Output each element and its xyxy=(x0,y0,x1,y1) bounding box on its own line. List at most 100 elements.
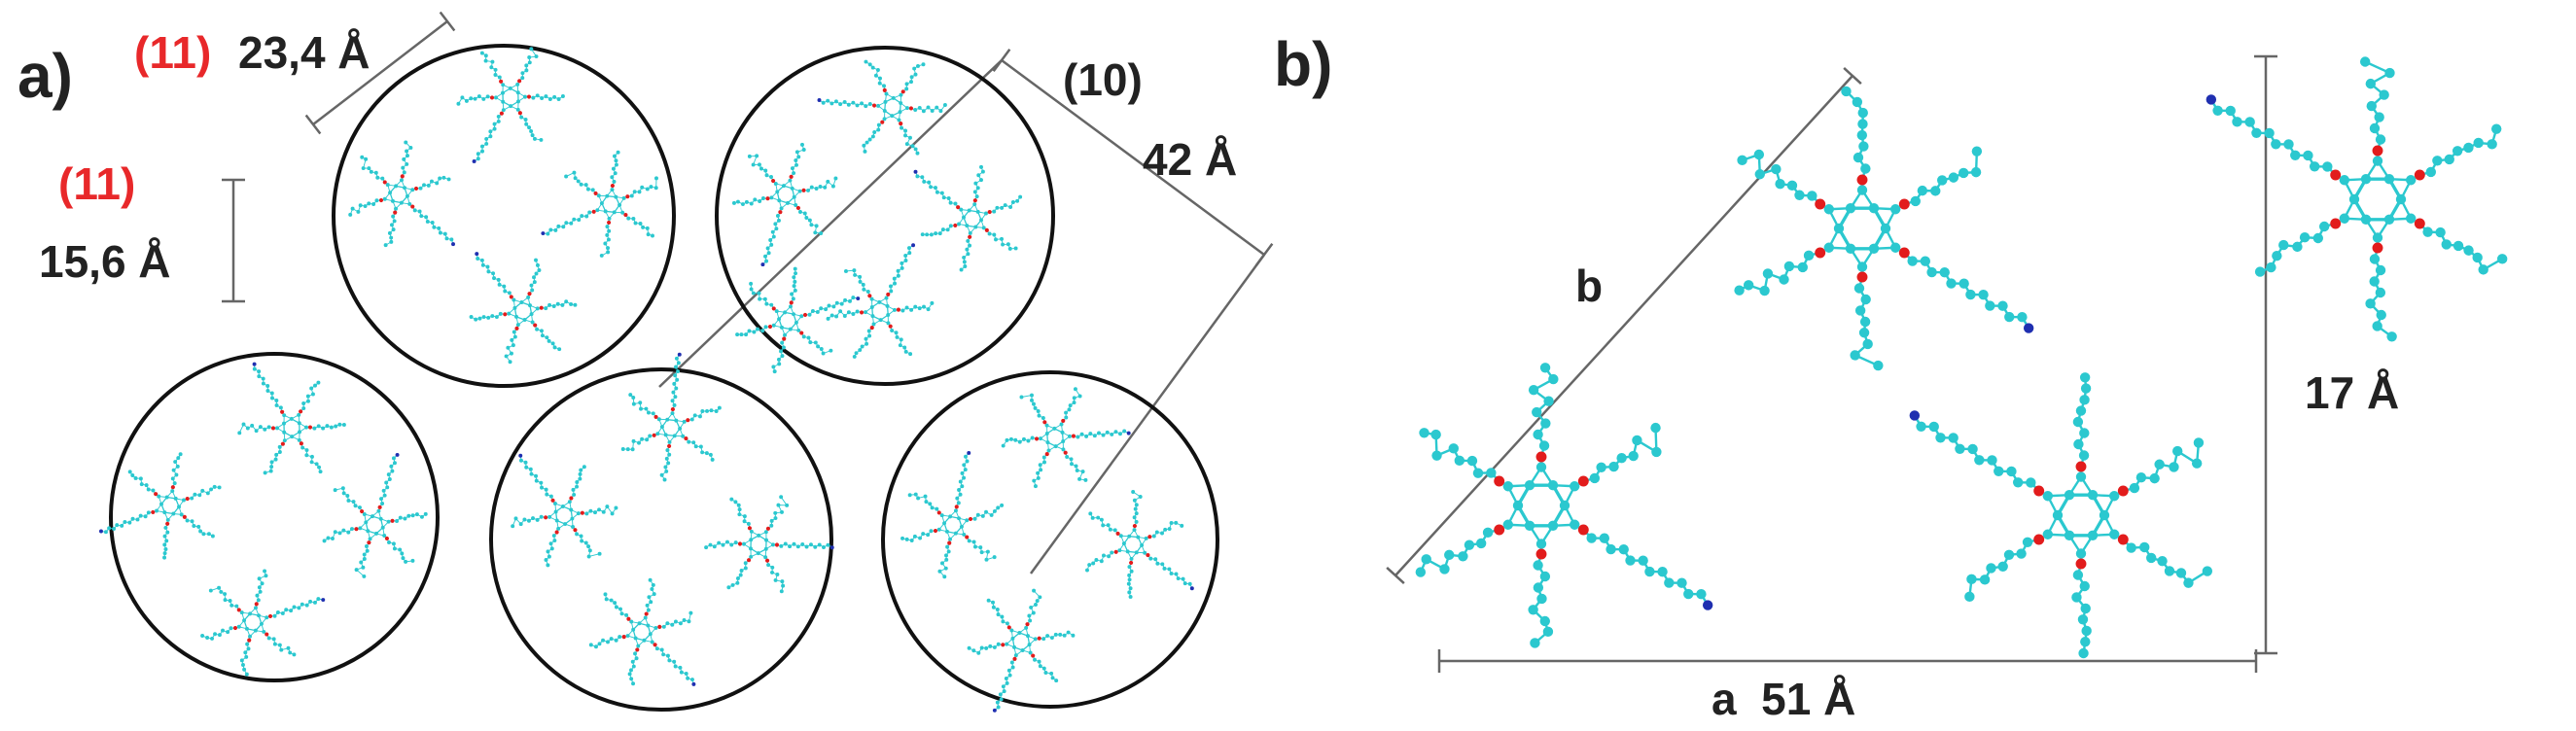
small-molecule-2-0-chain-atom xyxy=(162,534,167,539)
small-molecule-1-1-chain-atom xyxy=(935,105,939,110)
small-molecule-0-0-chain-atom xyxy=(442,231,447,236)
small-molecule-3-0-chain-atom xyxy=(548,541,553,546)
small-molecule-3-1-chain-atom xyxy=(625,447,630,452)
small-molecule-3-0-chain-atom xyxy=(601,509,606,514)
small-molecule-3-0-chain-atom xyxy=(518,458,523,463)
small-molecule-3-0-oxygen-atom xyxy=(554,530,559,535)
large-molecule-top-left-ring-atom xyxy=(1890,204,1901,215)
small-molecule-3-1-chain-atom xyxy=(631,438,636,443)
large-molecule-bottom-right-chain-atom xyxy=(2129,482,2140,494)
small-molecule-1-3-chain-atom xyxy=(838,309,843,314)
large-molecule-top-right-chain-atom xyxy=(2272,250,2282,261)
miller-10: (10) xyxy=(1063,54,1143,105)
small-molecule-4-2-chain-atom xyxy=(1107,554,1112,559)
small-molecule-0-2-core-atom xyxy=(605,193,610,198)
small-molecule-1-2-chain-atom xyxy=(968,243,972,248)
small-molecule-4-1-chain-atom xyxy=(1021,436,1026,441)
small-molecule-3-3-chain-atom xyxy=(665,653,670,658)
small-molecule-2-0-oxygen-atom xyxy=(182,514,187,519)
large-molecule-bottom-left-chain-atom xyxy=(1415,567,1427,577)
large-molecule-bottom-left-chain-atom xyxy=(1419,428,1429,438)
small-molecule-1-3-chain-atom xyxy=(858,348,863,353)
diag-line-2 xyxy=(1029,254,1266,574)
small-molecule-0-1-chain-atom xyxy=(493,72,498,77)
small-molecule-4-0-chain-atom xyxy=(967,450,971,455)
large-molecule-bottom-left-ring-atom xyxy=(1570,481,1580,492)
small-molecule-0-0-chain-atom xyxy=(374,198,379,203)
small-molecule-0-1-chain-atom xyxy=(480,149,484,154)
small-molecule-0-3-chain-atom xyxy=(552,345,557,350)
small-molecule-0-2-chain-atom xyxy=(653,186,658,191)
small-molecule-4-3-chain-atom xyxy=(1049,671,1054,676)
small-molecule-3-1-core-atom xyxy=(678,426,683,431)
small-molecule-4-2-chain-atom xyxy=(1096,515,1101,520)
small-molecule-0-1-ring-atom xyxy=(515,107,520,112)
small-molecule-3-2-chain-atom xyxy=(829,545,834,550)
large-molecule-top-left-chain-atom xyxy=(2004,311,2015,323)
large-molecule-bottom-right-chain-atom xyxy=(1986,563,1996,574)
small-molecule-3-1-chain-atom xyxy=(665,448,670,453)
large-molecule-bottom-right-chain-atom xyxy=(1916,421,1926,432)
large-molecule-top-left-chain-atom xyxy=(1857,107,1868,119)
small-molecule-2-1-chain-atom xyxy=(325,424,330,429)
large-molecule-bottom-left-chain-atom xyxy=(1586,533,1597,543)
small-molecule-1-1-chain-atom xyxy=(875,68,880,72)
large-molecule-top-left-chain-atom xyxy=(1958,167,1969,179)
small-molecule-3-0-chain-atom xyxy=(584,511,589,516)
small-molecule-1-3-chain-atom xyxy=(852,354,857,359)
small-molecule-1-2-chain-atom xyxy=(913,169,918,174)
large-molecule-bottom-left-chain-atom xyxy=(1683,588,1694,600)
small-molecule-1-1-chain-atom xyxy=(870,134,875,139)
small-molecule-4-0-chain-atom xyxy=(912,534,917,539)
large-molecule-bottom-left-chain-atom xyxy=(1596,462,1606,472)
small-molecule-3-2-core-atom xyxy=(749,546,753,551)
small-molecule-4-3-core-atom xyxy=(1020,648,1025,652)
small-molecule-2-2-chain-atom xyxy=(322,539,327,543)
small-molecule-0-0-oxygen-atom xyxy=(378,197,384,203)
small-molecule-0-2-chain-atom xyxy=(611,166,616,171)
column-circles xyxy=(109,44,1219,712)
small-molecule-1-2-chain-atom xyxy=(972,190,977,194)
small-molecule-3-0-chain-atom xyxy=(522,517,527,522)
small-molecule-0-1-core-atom xyxy=(501,99,506,104)
small-molecule-3-1-chain-atom xyxy=(674,386,679,391)
small-molecule-2-1-chain-atom xyxy=(312,426,317,431)
small-molecule-0-3-chain-atom xyxy=(534,271,539,276)
small-molecule-3-0-core-atom xyxy=(553,509,558,514)
small-molecule-0-1-oxygen-atom xyxy=(517,79,522,84)
small-molecule-1-3-chain-atom xyxy=(900,308,905,313)
small-molecule-4-0-ring-atom xyxy=(962,532,967,537)
small-molecule-4-0-core-atom xyxy=(953,531,958,536)
dim-17 xyxy=(2254,54,2277,655)
small-molecule-4-3-core-atom xyxy=(1026,634,1030,639)
small-molecule-2-0-ring-atom xyxy=(179,512,184,517)
small-molecule-0-3-chain-atom xyxy=(512,334,517,339)
small-molecule-2-3-core-atom xyxy=(244,626,249,631)
large-molecule-bottom-left-chain-atom xyxy=(1638,555,1648,566)
small-molecule-2-3-chain-atom xyxy=(271,637,276,642)
large-molecule-top-right-core-atom xyxy=(2360,214,2372,225)
large-molecule-top-left-chain-atom xyxy=(1858,141,1869,152)
small-molecule-0-1-chain-atom xyxy=(527,60,532,65)
small-molecule-2-3-oxygen-atom xyxy=(265,632,269,637)
large-molecule-bottom-right-oxygen-atom xyxy=(2033,485,2045,497)
small-molecule-2-1-chain-atom xyxy=(316,424,321,429)
small-molecule-3-2-oxygen-atom xyxy=(746,558,752,563)
small-molecule-3-1-chain-atom xyxy=(638,400,643,405)
small-molecule-3-3-chain-atom xyxy=(661,652,666,657)
small-molecule-4-0-chain-atom xyxy=(913,492,918,497)
small-molecule-3-1-chain-atom xyxy=(714,409,719,413)
small-molecule-2-0-chain-atom xyxy=(197,493,202,498)
small-molecule-3-0-chain-atom xyxy=(586,544,591,549)
small-molecule-0-2-chain-atom xyxy=(606,250,611,255)
large-molecule-bottom-right-chain-atom xyxy=(2078,450,2090,461)
small-molecule-3-3-chain-atom xyxy=(688,610,693,615)
small-molecule-4-1-chain-atom xyxy=(1038,463,1042,468)
small-molecule-4-0-core-atom xyxy=(942,521,947,526)
small-molecule-3-0-ring-atom xyxy=(552,502,557,506)
small-molecule-2-3-oxygen-atom xyxy=(247,638,252,643)
small-molecule-4-0-chain-atom xyxy=(945,544,950,549)
small-molecule-1-2-ring-atom xyxy=(983,211,988,216)
small-molecule-4-0-chain-atom xyxy=(937,569,942,574)
small-molecule-2-1-chain-atom xyxy=(274,398,279,402)
